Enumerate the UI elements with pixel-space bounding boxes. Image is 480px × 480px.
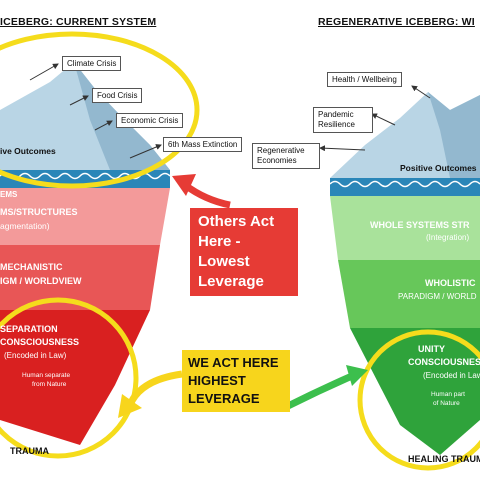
- crisis-box-extinction: 6th Mass Extinction: [163, 137, 243, 152]
- right-layer-structures: [330, 196, 480, 260]
- right-base-highlight-ring: [357, 329, 480, 471]
- outcome-pandemic-line1: Pandemic: [318, 110, 354, 119]
- left-layer1-sub: agmentation): [0, 221, 50, 231]
- we-act-arrowhead-left: [118, 394, 142, 418]
- left-layer3-sub2: (Encoded in Law): [4, 351, 67, 360]
- crisis-box-climate: Climate Crisis: [62, 56, 122, 71]
- right-layer1-sub: (Integration): [426, 233, 470, 242]
- left-iceberg: [0, 62, 171, 445]
- right-layer3-sub: CONSCIOUSNES: [408, 357, 480, 367]
- others-act-line3: Lowest: [198, 253, 250, 270]
- right-tip-label: Positive Outcomes: [400, 163, 477, 173]
- outcome-box-pandemic: Pandemic Resilience: [313, 107, 373, 133]
- left-layer2-sub: IGM / WORLDVIEW: [0, 276, 82, 286]
- left-tip-label: ive Outcomes: [0, 146, 56, 156]
- we-act-callout: WE ACT HERE HIGHEST LEVERAGE: [188, 354, 279, 408]
- left-crisis-arrows: [29, 63, 162, 159]
- outcome-regen-line1: Regenerative: [257, 146, 305, 155]
- others-act-callout-bg: [190, 208, 298, 296]
- left-layer1-title: MS/STRUCTURES: [0, 207, 78, 217]
- right-layer3-note1: Human part: [431, 391, 465, 398]
- we-act-line3: LEVERAGE: [188, 391, 260, 406]
- left-tip-highlight-ring: [0, 31, 200, 189]
- left-layer-structures: [0, 188, 170, 245]
- left-ice-shade: [74, 62, 170, 170]
- outcome-regen-line2: Economies: [257, 156, 297, 165]
- left-layer3-note1: Human separate: [22, 372, 71, 379]
- we-act-callout-bg: [182, 350, 290, 412]
- right-layer1-title: WHOLE SYSTEMS STR: [370, 220, 470, 230]
- others-act-line2: Here -: [198, 233, 241, 250]
- right-outcome-arrows: [319, 85, 431, 152]
- right-layer3-note2: of Nature: [433, 400, 460, 407]
- left-layer3-note2: from Nature: [32, 381, 67, 388]
- we-act-line1: WE ACT HERE: [188, 355, 279, 370]
- left-base-label: TRAUMA: [10, 446, 49, 456]
- right-layer2-sub: PARADIGM / WORLD: [398, 292, 477, 301]
- others-act-callout: Others Act Here - Lowest Leverage: [198, 212, 274, 292]
- others-act-line1: Others Act: [198, 213, 275, 230]
- outcome-box-regenerative: Regenerative Economies: [252, 143, 320, 169]
- we-act-arrow-left: [126, 370, 183, 407]
- right-base-label: HEALING TRAUM: [408, 454, 480, 464]
- others-act-line4: Leverage: [198, 273, 264, 290]
- others-act-arrow: [182, 182, 231, 209]
- right-ice-shade: [428, 92, 480, 178]
- left-layer1-cut: EMS: [0, 190, 18, 199]
- left-layer-paradigm: [0, 245, 160, 310]
- right-title: REGENERATIVE ICEBERG: WI: [318, 16, 475, 28]
- left-layer3-title: SEPARATION: [0, 324, 58, 334]
- left-layer3-sub: CONSCIOUSNESS: [0, 337, 80, 347]
- left-layer-consciousness: [0, 310, 150, 445]
- we-act-arrow-right: [286, 372, 354, 410]
- right-waves: [329, 180, 480, 188]
- others-act-arrowhead: [172, 174, 196, 196]
- right-layer2-title: WHOLISTIC: [425, 278, 476, 288]
- left-title: ICEBERG: CURRENT SYSTEM: [0, 16, 157, 28]
- crisis-box-food: Food Crisis: [92, 88, 143, 103]
- we-act-line2: HIGHEST: [188, 373, 246, 388]
- right-layer3-sub2: (Encoded in Law: [423, 371, 480, 380]
- left-base-highlight-ring: [0, 297, 139, 459]
- left-layer2-title: MECHANISTIC: [0, 262, 63, 272]
- crisis-box-economic: Economic Crisis: [116, 113, 184, 128]
- right-layer3-title: UNITY: [418, 344, 445, 354]
- we-act-arrowhead-right: [346, 365, 368, 386]
- outcome-pandemic-line2: Resilience: [318, 120, 355, 129]
- right-layer-consciousness: [350, 328, 480, 455]
- right-layer-paradigm: [338, 260, 480, 328]
- right-iceberg: [329, 92, 480, 455]
- outcome-box-health: Health / Wellbeing: [327, 72, 402, 87]
